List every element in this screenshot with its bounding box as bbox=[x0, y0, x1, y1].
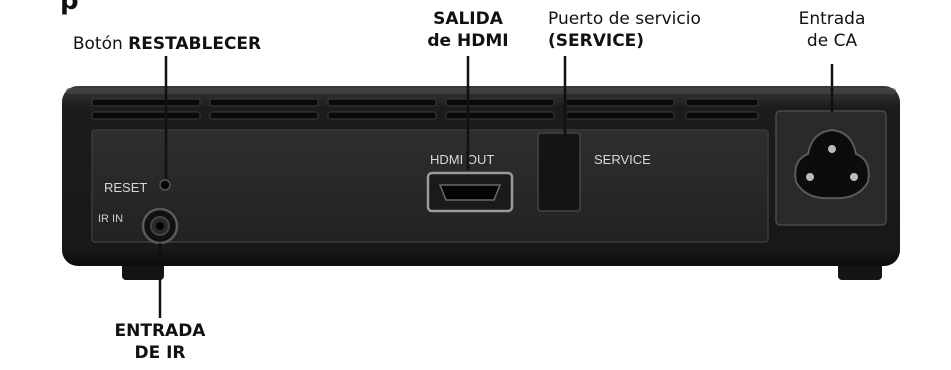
ir-callout-line1: ENTRADA bbox=[114, 321, 206, 341]
reset-button-callout: Botón RESTABLECER bbox=[60, 33, 274, 55]
vent-slots bbox=[91, 98, 759, 120]
section-title-fragment: p bbox=[60, 0, 79, 16]
hdmi-callout-line1: SALIDA bbox=[433, 9, 503, 29]
service-port-cover bbox=[537, 132, 581, 212]
service-callout-line2: (SERVICE) bbox=[548, 31, 645, 51]
panel-label-ir-in: IR IN bbox=[98, 213, 123, 225]
panel-label-hdmi-out: HDMI OUT bbox=[430, 152, 494, 167]
ir-in-jack bbox=[141, 207, 179, 245]
service-port-callout: Puerto de servicio (SERVICE) bbox=[548, 8, 728, 52]
hdmi-callout-line2: de HDMI bbox=[427, 31, 509, 51]
hdmi-out-callout: SALIDA de HDMI bbox=[416, 8, 520, 52]
reset-callout-prefix: Botón bbox=[72, 34, 129, 54]
device-top-edge bbox=[66, 88, 896, 94]
ac-input-callout: Entrada de CA bbox=[772, 8, 892, 52]
ir-callout-line2: DE IR bbox=[134, 343, 186, 363]
panel-label-reset: RESET bbox=[104, 180, 147, 195]
reset-callout-bold: RESTABLECER bbox=[128, 34, 262, 54]
reset-button-hole bbox=[159, 179, 171, 191]
ac-callout-line1: Entrada bbox=[798, 9, 866, 29]
ir-input-callout: ENTRADA DE IR bbox=[100, 320, 220, 364]
panel-label-service: SERVICE bbox=[594, 152, 651, 167]
ac-inlet bbox=[775, 110, 887, 226]
service-callout-line1: Puerto de servicio bbox=[548, 9, 701, 29]
ac-callout-line2: de CA bbox=[806, 31, 858, 51]
hdmi-port bbox=[426, 171, 514, 213]
